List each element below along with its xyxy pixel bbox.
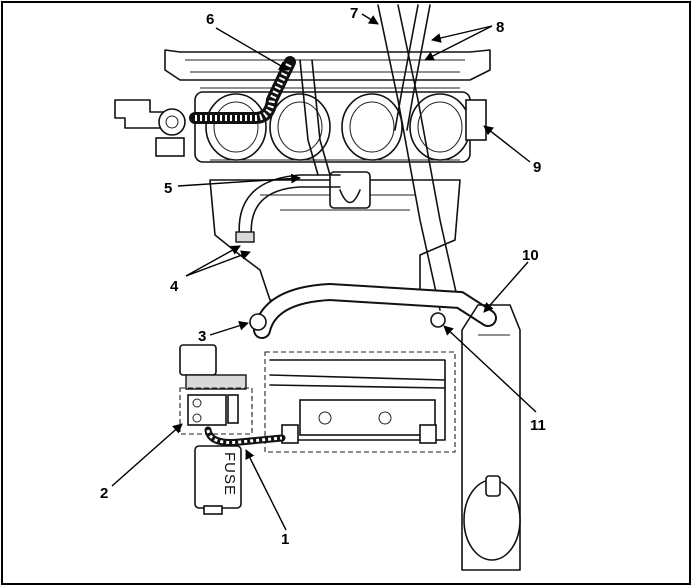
relay-block <box>179 344 253 435</box>
rear-fender <box>461 304 521 571</box>
callout-8: 8 <box>496 19 504 36</box>
callout-10: 10 <box>522 247 539 264</box>
grommet-11 <box>430 312 446 328</box>
battery-tray <box>264 351 456 453</box>
callout-5: 5 <box>164 180 172 197</box>
callout-6: 6 <box>206 11 214 28</box>
engine-block <box>209 171 461 301</box>
fuse-box: FUSE <box>194 445 242 515</box>
callout-9: 9 <box>533 159 541 176</box>
callout-4: 4 <box>170 278 179 295</box>
callout-2: 2 <box>100 485 108 502</box>
callout-3: 3 <box>198 328 206 345</box>
leader-lines <box>111 13 537 531</box>
airbox-base <box>164 49 491 81</box>
wire-harness-pattern <box>206 429 283 444</box>
grommet-3 <box>249 313 267 331</box>
callout-1: 1 <box>281 531 289 548</box>
callout-11: 11 <box>530 417 546 434</box>
vertical-hoses <box>377 4 461 311</box>
callout-labels: 1 2 3 4 5 6 7 8 9 10 11 <box>100 5 546 548</box>
corrugated-hose <box>189 56 296 124</box>
fuse-box-label: FUSE <box>221 452 238 496</box>
callout-7: 7 <box>350 5 358 22</box>
hose-long <box>253 282 497 339</box>
throttle-bodies <box>194 87 487 163</box>
left-bracket <box>114 99 186 157</box>
